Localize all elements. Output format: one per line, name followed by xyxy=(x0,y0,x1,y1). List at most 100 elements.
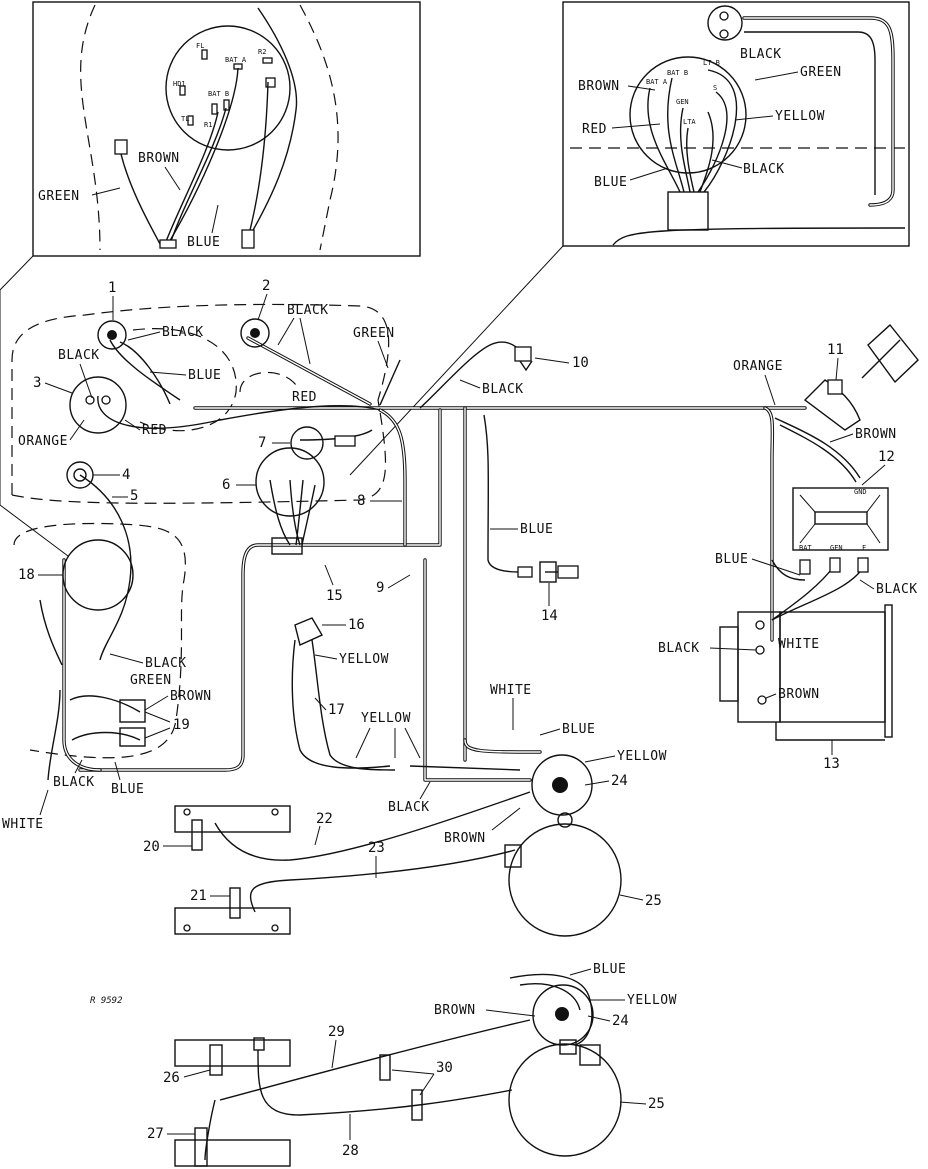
callout-27: 27 xyxy=(147,1126,164,1142)
terminal-tl: TL xyxy=(181,115,189,123)
callout-5: 5 xyxy=(130,488,138,504)
light-switch-face xyxy=(165,25,291,151)
component-24-switch xyxy=(531,754,593,816)
terminal-gen: GEN xyxy=(676,98,689,106)
inset-right-wire-blue: BLUE xyxy=(594,175,627,190)
alt-wire-labels: BLUE YELLOW BROWN xyxy=(434,962,677,1018)
dash-panel-outline xyxy=(11,303,390,495)
main-harness xyxy=(78,406,807,782)
callout-9: 9 xyxy=(376,580,384,596)
inset-right-wire-green: GREEN xyxy=(800,65,842,80)
callout-28: 28 xyxy=(342,1143,359,1159)
label-green: GREEN xyxy=(353,326,395,341)
callout-16: 16 xyxy=(348,617,365,633)
terminal-s: S xyxy=(713,84,717,92)
label-yellow-2: YELLOW xyxy=(361,711,411,726)
inset-right-wire-red: RED xyxy=(582,122,607,137)
alt-component-26-light xyxy=(174,1037,291,1076)
wire-labels: BLACK BLACK GREEN BLACK BLUE RED BLACK O… xyxy=(2,303,918,846)
component-21-light xyxy=(174,887,291,935)
label-black-7: BLACK xyxy=(145,656,187,671)
terminal-lt-b: LT B xyxy=(703,59,720,67)
regulator-gnd: GND xyxy=(854,488,867,496)
regulator-gen: GEN xyxy=(830,544,843,552)
callout-4: 4 xyxy=(122,467,130,483)
callout-2: 2 xyxy=(262,278,270,294)
terminal-bat-a: BAT A xyxy=(225,56,247,64)
lower-dash-outline xyxy=(13,522,186,759)
inset-right-wire-black: BLACK xyxy=(740,47,782,62)
callout-25: 25 xyxy=(645,893,662,909)
callout-29: 29 xyxy=(328,1024,345,1040)
label-yellow-3: YELLOW xyxy=(617,749,667,764)
callout-19: 19 xyxy=(173,717,190,733)
regulator-bat: BAT xyxy=(799,544,812,552)
ignition-switch-face xyxy=(629,56,747,174)
callout-12: 12 xyxy=(878,449,895,465)
alt-component-27-light xyxy=(174,1127,291,1167)
component-20-light xyxy=(174,805,291,851)
callout-26: 26 xyxy=(163,1070,180,1086)
inset-left-wire-blue: BLUE xyxy=(187,235,220,250)
callout-30: 30 xyxy=(436,1060,453,1076)
callout-21: 21 xyxy=(190,888,207,904)
label-green-2: GREEN xyxy=(130,673,172,688)
component-2-gauge xyxy=(240,318,270,348)
component-11-horn xyxy=(803,323,919,431)
terminal-fl: FL xyxy=(196,42,204,50)
callout-18: 18 xyxy=(18,567,35,583)
label-black-8: BLACK xyxy=(53,775,95,790)
label-brown-3: BROWN xyxy=(170,689,212,704)
callout-22: 22 xyxy=(316,811,333,827)
label-black-2: BLACK xyxy=(287,303,329,318)
callout-14: 14 xyxy=(541,608,558,624)
terminal-bat-a-r: BAT A xyxy=(646,78,668,86)
terminal-hd1: HD1 xyxy=(173,80,186,88)
component-6-ignition-switch xyxy=(255,447,325,555)
inset-left: FL BAT A R2 HD1 BAT B TL R1 GREEN BROWN … xyxy=(32,1,421,257)
alt-component-25-starter xyxy=(508,1039,622,1157)
regulator-f: F xyxy=(862,544,866,552)
callout-23: 23 xyxy=(368,840,385,856)
label-black-6: BLACK xyxy=(658,641,700,656)
label-black-3: BLACK xyxy=(58,348,100,363)
inset-left-frame xyxy=(32,1,421,257)
inset-right: BLACK BAT A BAT B LT B GEN S LTA BROWN G… xyxy=(562,1,910,247)
label-brown-2: BROWN xyxy=(778,687,820,702)
terminal-bat-b: BAT B xyxy=(208,90,229,98)
inset-right-wire-yellow: YELLOW xyxy=(775,109,825,124)
part-ref: R 9592 xyxy=(90,996,123,1006)
alt-callout-25: 25 xyxy=(648,1096,665,1112)
label-blue-3: BLUE xyxy=(715,552,748,567)
callout-24: 24 xyxy=(611,773,628,789)
label-brown-4: BROWN xyxy=(444,831,486,846)
label-red-2: RED xyxy=(142,423,167,438)
component-1-gauge xyxy=(97,320,127,350)
callout-10: 10 xyxy=(572,355,589,371)
callout-11: 11 xyxy=(827,342,844,358)
terminal-r1: R1 xyxy=(204,121,212,129)
component-13-generator xyxy=(719,604,893,741)
inset-right-wire-brown: BROWN xyxy=(578,79,620,94)
callout-6: 6 xyxy=(222,477,230,493)
label-red-1: RED xyxy=(292,390,317,405)
alt-callout-24: 24 xyxy=(612,1013,629,1029)
label-black-4: BLACK xyxy=(482,382,524,397)
label-orange-2: ORANGE xyxy=(18,434,68,449)
label-black-5: BLACK xyxy=(876,582,918,597)
component-14-sender xyxy=(517,561,579,583)
callout-8: 8 xyxy=(357,493,365,509)
label-white-1: WHITE xyxy=(778,637,820,652)
component-16-connector xyxy=(294,617,323,646)
label-black-9: BLACK xyxy=(388,800,430,815)
label-orange-1: ORANGE xyxy=(733,359,783,374)
alt-label-brown: BROWN xyxy=(434,1003,476,1018)
inset-right-frame xyxy=(562,1,910,247)
callout-17: 17 xyxy=(328,702,345,718)
callout-20: 20 xyxy=(143,839,160,855)
terminal-bat-b-r: BAT B xyxy=(667,69,688,77)
callout-13: 13 xyxy=(823,756,840,772)
label-black-1: BLACK xyxy=(162,325,204,340)
alt-label-yellow: YELLOW xyxy=(627,993,677,1008)
terminal-r2: R2 xyxy=(258,48,266,56)
